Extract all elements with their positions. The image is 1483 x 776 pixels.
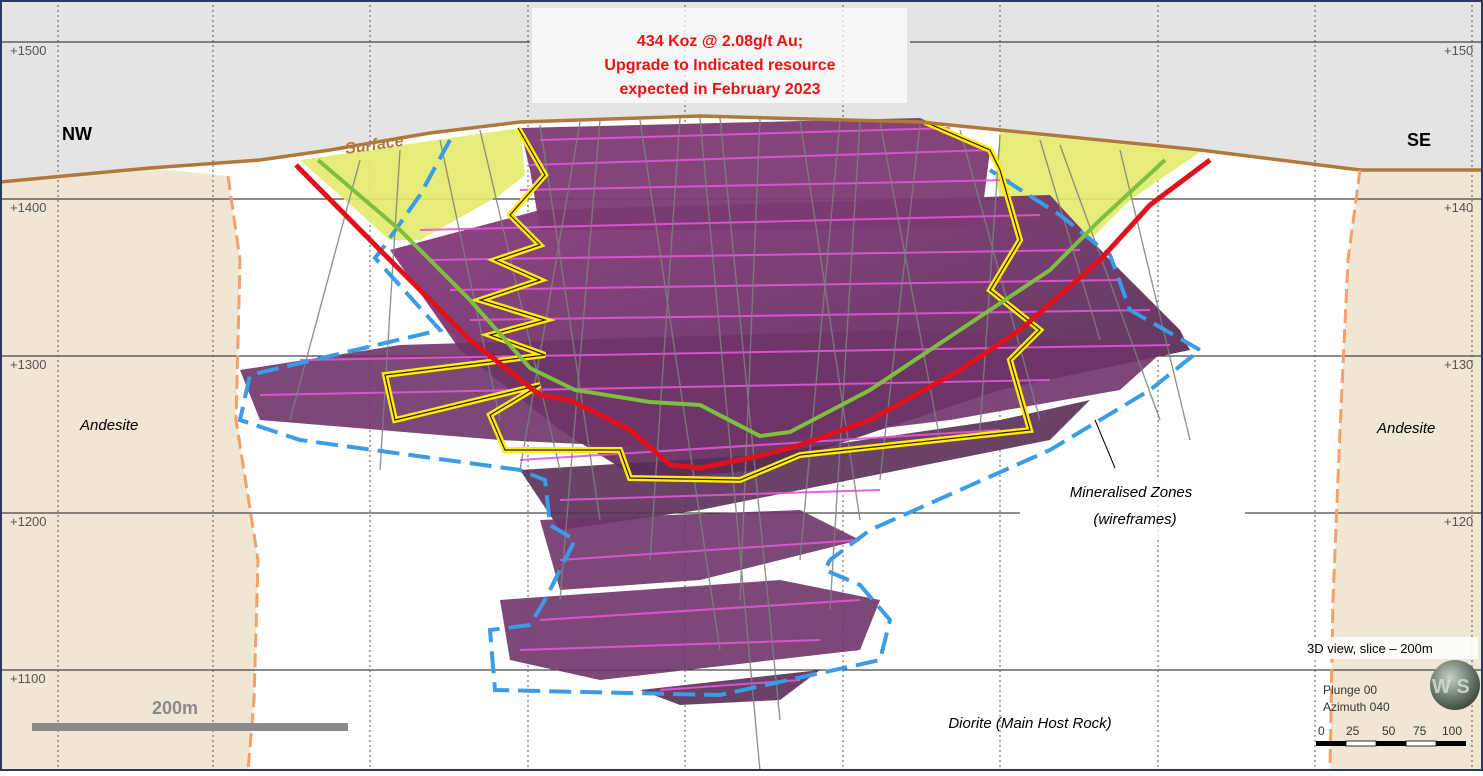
andesite-left-label: Andesite bbox=[79, 417, 138, 434]
andesite-left-zone bbox=[0, 168, 258, 771]
pit-fill-left bbox=[300, 128, 525, 240]
green-pit-shell bbox=[316, 158, 1167, 439]
title-line-2: Upgrade to Indicated resource bbox=[604, 57, 835, 74]
blue-dashed-outline bbox=[237, 139, 1204, 698]
mini-scale-tick-0: 0 bbox=[1318, 724, 1325, 738]
andesite-right-label: Andesite bbox=[1376, 420, 1435, 437]
elev-1500-left: +1500 bbox=[10, 43, 47, 58]
azimuth-label: Azimuth 040 bbox=[1323, 700, 1390, 714]
yellow-outline-inner bbox=[384, 121, 1041, 481]
scale-bar-label: 200m bbox=[152, 698, 198, 718]
mini-scale-bar bbox=[1316, 740, 1466, 747]
mineralised-label-1: Mineralised Zones bbox=[1070, 484, 1193, 501]
elev-1400-left: +1400 bbox=[10, 200, 47, 215]
elev-1300-left: +1300 bbox=[10, 357, 47, 372]
elev-1300-right: +130 bbox=[1444, 357, 1473, 372]
andesite-right-zone bbox=[1330, 170, 1483, 771]
view-slice-label: 3D view, slice – 200m bbox=[1307, 641, 1433, 656]
diorite-label: Diorite (Main Host Rock) bbox=[948, 715, 1111, 732]
view-info-backdrop bbox=[1308, 637, 1478, 659]
direction-se: SE bbox=[1407, 130, 1431, 150]
mineralised-label-backdrop bbox=[1020, 477, 1245, 537]
mineralised-leader-line bbox=[1094, 419, 1116, 469]
title-backdrop bbox=[532, 8, 907, 103]
compass-globe-icon bbox=[1430, 660, 1480, 710]
mini-scale-tick-75: 75 bbox=[1413, 724, 1427, 738]
plunge-label: Plunge 00 bbox=[1323, 683, 1377, 697]
scale-bar bbox=[32, 723, 348, 731]
andesite-contact-left bbox=[226, 175, 260, 772]
mini-scale-tick-50: 50 bbox=[1382, 724, 1396, 738]
title-line-3: expected in February 2023 bbox=[620, 81, 821, 98]
elev-1100-left: +1100 bbox=[10, 671, 46, 686]
compass-letters: W S bbox=[1432, 676, 1470, 698]
mineralised-label-2: (wireframes) bbox=[1093, 511, 1176, 528]
grid bbox=[0, 41, 1483, 671]
surface-line bbox=[0, 114, 1483, 184]
mini-scale-tick-25: 25 bbox=[1346, 724, 1360, 738]
elev-1200-right: +120 bbox=[1444, 514, 1473, 529]
elev-1200-left: +1200 bbox=[10, 514, 47, 529]
elev-1500-right: +150 bbox=[1444, 43, 1473, 58]
direction-nw: NW bbox=[62, 124, 92, 144]
red-pit-shell bbox=[294, 158, 1212, 471]
mini-scale-tick-100: 100 bbox=[1442, 724, 1462, 738]
drillholes bbox=[289, 117, 1191, 772]
title-line-1: 434 Koz @ 2.08g/t Au; bbox=[637, 33, 803, 50]
elev-1400-right: +140 bbox=[1444, 200, 1473, 215]
